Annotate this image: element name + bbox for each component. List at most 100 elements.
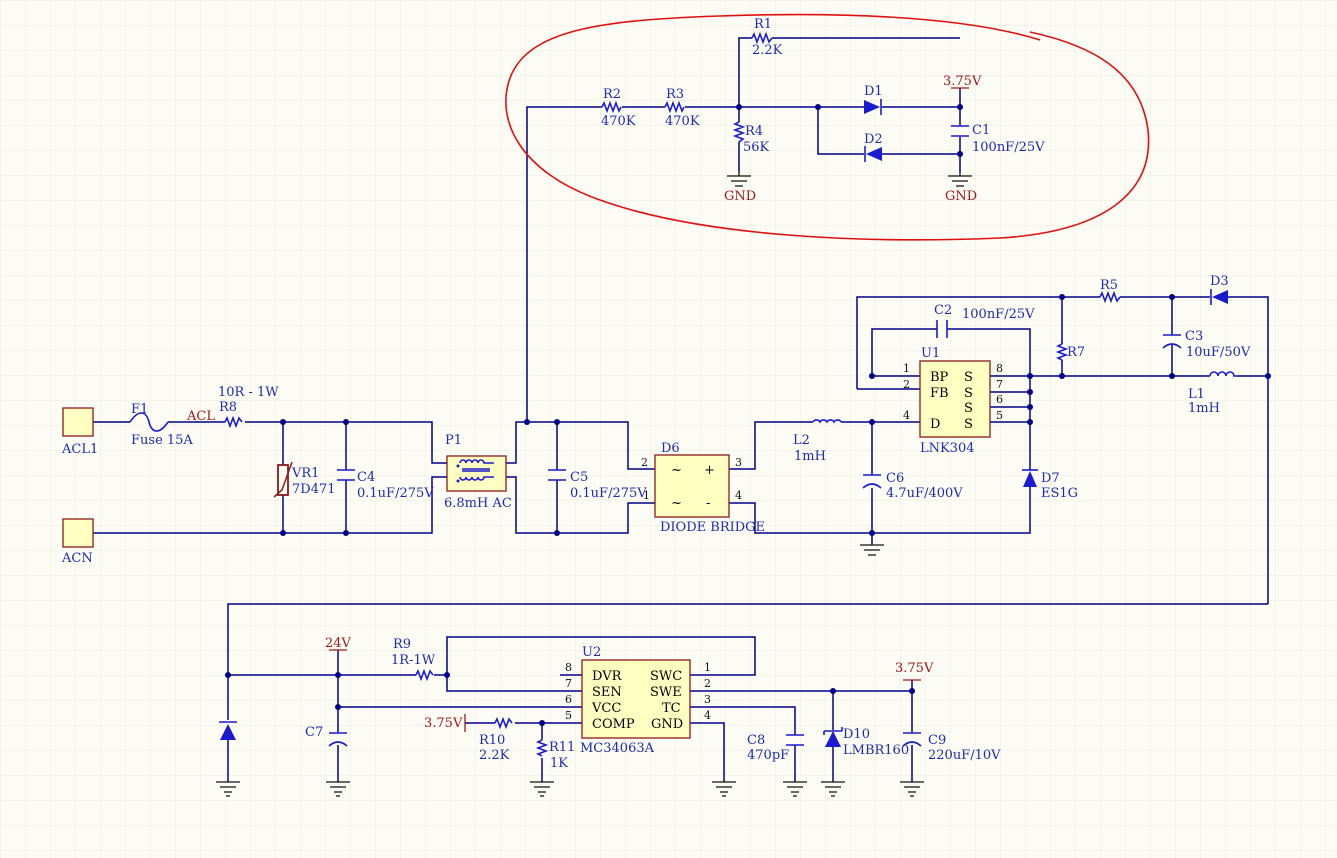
u2-pinnum-2: 2 — [704, 677, 711, 690]
u1-pinnum-2: 2 — [903, 378, 910, 391]
u1-ref: U1 — [921, 346, 940, 361]
u2-value: MC34063A — [580, 741, 655, 756]
diode-d2[interactable]: D2 — [864, 132, 883, 162]
r8-value: 10R - 1W — [218, 385, 279, 400]
c3-ref: C3 — [1185, 329, 1203, 344]
resistor-r10[interactable]: R10 2.2K — [479, 716, 513, 763]
c3-value: 10uF/50V — [1186, 345, 1251, 360]
r11-ref: R11 — [549, 740, 575, 755]
resistor-r1[interactable]: R1 2.2K — [751, 17, 783, 58]
u1-pin-s5: S — [964, 417, 973, 432]
wires-input — [93, 421, 873, 545]
capacitor-c4[interactable]: C4 0.1uF/275V — [337, 469, 434, 501]
diode-d3[interactable]: D3 — [1210, 274, 1229, 305]
capacitor-c9[interactable]: C9 220uF/10V — [902, 732, 1001, 763]
resistor-r8[interactable]: 10R - 1W R8 — [218, 385, 279, 429]
u2-pinnum-5: 5 — [565, 709, 572, 722]
d6-pin-4: 4 — [735, 489, 742, 502]
capacitor-c3[interactable]: C3 10uF/50V — [1162, 329, 1251, 360]
ground-symbol-u2 — [712, 781, 736, 797]
resistor-r4[interactable]: R4 56K — [732, 121, 770, 155]
d6-sym-ac1: ~ — [671, 463, 682, 478]
acn-ref: ACN — [61, 551, 93, 566]
d7-ref: D7 — [1041, 471, 1060, 486]
ground-symbol-r4: GND — [724, 172, 756, 204]
u2-pin-swc: SWC — [650, 669, 682, 684]
connector-acl1[interactable]: ACL1 — [61, 407, 98, 457]
f1-value: Fuse 15A — [131, 433, 193, 448]
bridge-d6[interactable]: D6 DIODE BRIDGE ~ + ~ - 2 1 3 4 — [641, 441, 765, 535]
u1-pinnum-6: 6 — [996, 393, 1003, 406]
u1-pin-s8: S — [964, 370, 973, 385]
u1-pinnum-8: 8 — [996, 362, 1003, 375]
capacitor-c6[interactable]: C6 4.7uF/400V — [862, 471, 963, 501]
u2-pin-comp: COMP — [592, 717, 635, 732]
c7-ref: C7 — [305, 725, 323, 740]
r5-ref: R5 — [1100, 278, 1118, 293]
r1-ref: R1 — [754, 17, 772, 32]
u1-pin-s6: S — [964, 401, 973, 416]
u2-pinnum-8: 8 — [565, 661, 572, 674]
power-port-375v-right: 3.75V — [895, 661, 934, 681]
inductor-l2[interactable]: L2 1mH — [793, 419, 842, 464]
v375-label-top: 3.75V — [943, 74, 982, 89]
c5-value: 0.1uF/275V — [570, 486, 647, 501]
connector-acn[interactable]: ACN — [61, 518, 94, 566]
choke-p1[interactable]: P1 6.8mH AC — [444, 433, 512, 511]
u1-pinnum-7: 7 — [996, 378, 1003, 391]
d6-pin-1: 1 — [643, 489, 650, 502]
v375-label-right: 3.75V — [895, 661, 934, 676]
varistor-vr1[interactable]: VR1 7D471 — [273, 461, 336, 498]
resistor-r2[interactable]: R2 470K — [601, 87, 636, 129]
d7-value: ES1G — [1041, 486, 1078, 501]
r7-ref: R7 — [1067, 345, 1085, 360]
r3-ref: R3 — [666, 87, 684, 102]
inductor-l1[interactable]: L1 1mH — [1188, 371, 1236, 416]
p1-value: 6.8mH AC — [444, 496, 512, 511]
resistor-r11[interactable]: R11 1K — [535, 739, 575, 771]
c4-ref: C4 — [357, 470, 375, 485]
resistor-r3[interactable]: R3 470K — [664, 87, 700, 129]
p1-ref: P1 — [445, 433, 462, 448]
diode-d1[interactable]: D1 — [864, 84, 883, 115]
diode-d7[interactable]: D7 ES1G — [1022, 469, 1078, 501]
c4-value: 0.1uF/275V — [357, 486, 434, 501]
u1-pinnum-1: 1 — [903, 362, 910, 375]
d6-pin-3: 3 — [735, 456, 742, 469]
u1-pin-bp: BP — [930, 370, 949, 385]
capacitor-c1[interactable]: C1 100nF/25V — [951, 123, 1045, 155]
diode-tvs[interactable] — [219, 721, 237, 740]
c1-ref: C1 — [972, 123, 990, 138]
l2-ref: L2 — [793, 433, 810, 448]
power-port-375v-top: 3.75V — [943, 74, 982, 89]
u1-pin-s7: S — [964, 386, 973, 401]
fuse-f1[interactable]: F1 Fuse 15A — [129, 402, 193, 448]
u1-pin-fb: FB — [930, 386, 949, 401]
u1-value: LNK304 — [920, 441, 975, 456]
c6-ref: C6 — [886, 471, 904, 486]
c8-ref: C8 — [747, 733, 765, 748]
u2-pinnum-3: 3 — [704, 693, 711, 706]
ic-u1-lnk304[interactable]: U1 LNK304 BP FB D S S S S 1 2 4 8 7 6 5 — [903, 346, 1003, 456]
gnd-label-1: GND — [724, 189, 756, 204]
u2-pinnum-4: 4 — [704, 709, 711, 722]
c8-value: 470pF — [747, 748, 789, 763]
diode-d10[interactable]: D10 LMBR160 — [823, 727, 909, 758]
resistor-r9[interactable]: R9 1R-1W — [391, 637, 436, 682]
u2-pinnum-1: 1 — [704, 661, 711, 674]
capacitor-c8[interactable]: C8 470pF — [747, 733, 804, 763]
u1-pinnum-5: 5 — [996, 409, 1003, 422]
c2-ref: C2 — [934, 303, 952, 318]
capacitor-c2[interactable]: C2 100nF/25V — [934, 303, 1035, 338]
d10-ref: D10 — [843, 727, 870, 742]
resistor-r7[interactable]: R7 — [1055, 343, 1085, 361]
power-port-375v-left: 3.75V — [424, 714, 466, 732]
r4-value: 56K — [743, 140, 770, 155]
capacitor-c5[interactable]: C5 0.1uF/275V — [548, 469, 647, 501]
wires-feedback — [526, 37, 961, 422]
capacitor-c7[interactable]: C7 — [305, 725, 348, 747]
r3-value: 470K — [665, 114, 700, 129]
resistor-r5[interactable]: R5 — [1099, 278, 1121, 304]
ic-u2-mc34063a[interactable]: U2 MC34063A DVR SEN VCC COMP SWC SWE TC … — [565, 645, 711, 756]
